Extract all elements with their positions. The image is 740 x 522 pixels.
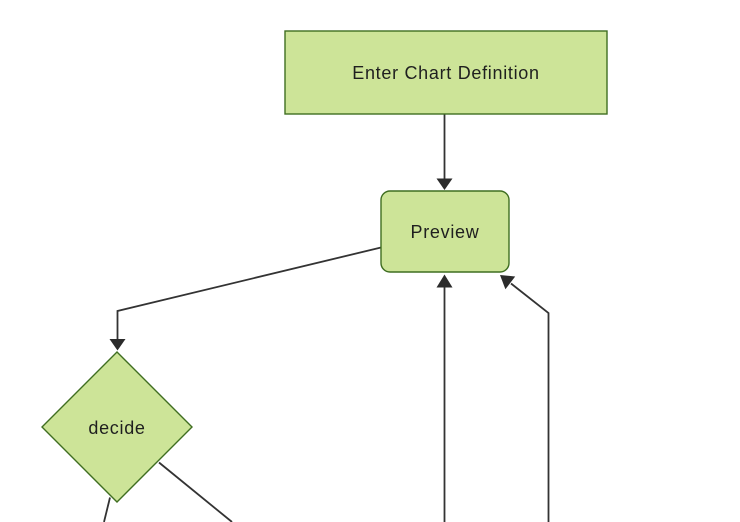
arrowhead-icon bbox=[109, 339, 126, 351]
node-enter-chart-definition: Enter Chart Definition bbox=[284, 30, 608, 115]
node-label: Preview bbox=[411, 222, 480, 242]
edge-bottom-right-to-preview bbox=[500, 275, 550, 522]
edge-decide-to-bottom-right bbox=[158, 461, 233, 522]
node-label: Enter Chart Definition bbox=[352, 63, 539, 83]
arrowhead-icon bbox=[436, 274, 453, 288]
edge-decide-to-bottom bbox=[103, 497, 111, 522]
edge-line bbox=[103, 497, 111, 522]
edge-line bbox=[158, 461, 233, 522]
node-decide: decide bbox=[41, 351, 193, 503]
edge-line bbox=[510, 282, 550, 522]
node-preview: Preview bbox=[380, 190, 510, 273]
node-rectangle bbox=[284, 30, 608, 115]
arrowhead-icon bbox=[500, 275, 516, 290]
node-rounded-rectangle bbox=[380, 190, 510, 273]
edge-bottom-to-preview bbox=[436, 274, 453, 522]
node-diamond bbox=[41, 351, 193, 503]
edge-line bbox=[116, 246, 382, 341]
edge-enter-to-preview bbox=[436, 114, 453, 190]
edge-preview-to-decide bbox=[109, 246, 382, 351]
node-label: decide bbox=[88, 418, 145, 438]
arrowhead-icon bbox=[436, 178, 453, 190]
